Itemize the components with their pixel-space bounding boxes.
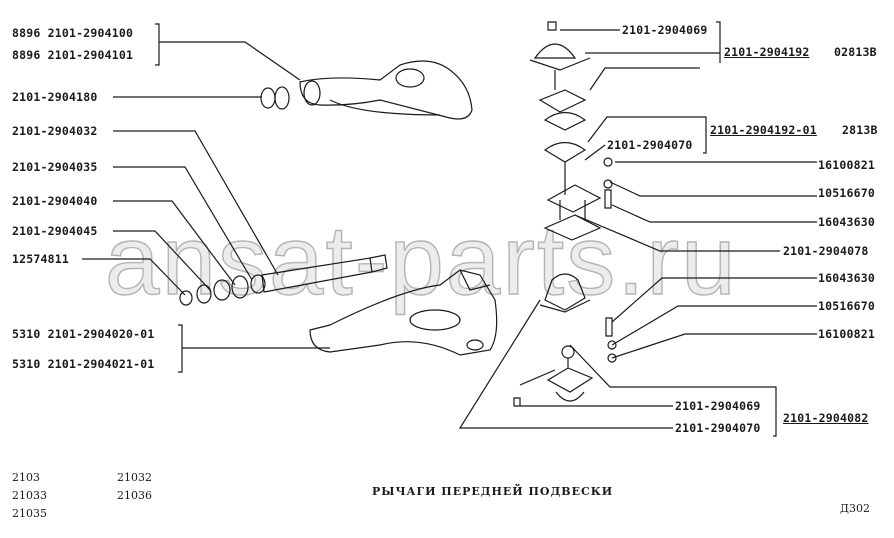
- model-label: 2103: [12, 471, 40, 484]
- label-upper-arm-right: 8896 2101-2904101: [12, 48, 134, 62]
- label-lower-arm-right: 5310 2101-2904021-01: [12, 357, 155, 371]
- label-washer-inner: 2101-2904035: [12, 160, 98, 174]
- label-ball-joint-lower: 2101-2904082: [783, 411, 869, 425]
- upper-ball-joint-01-drawing: [543, 141, 613, 241]
- label-bushing-lower: 2101-2904040: [12, 194, 98, 208]
- upper-arm-drawing: [299, 60, 473, 120]
- label-bolt-1: 16043630: [818, 215, 875, 229]
- page-code: Д302: [840, 502, 870, 515]
- label-axle: 2101-2904032: [12, 124, 98, 138]
- label-ball-joint-upper-01-code: 2813B: [842, 123, 878, 137]
- label-washer-1: 10516670: [818, 186, 875, 200]
- watermark: ansat-parts.ru: [104, 204, 738, 315]
- buffer-drawing: [539, 273, 591, 313]
- upper-ball-joint-drawing: [529, 21, 591, 131]
- page-title: РЫЧАГИ ПЕРЕДНЕЙ ПОДВЕСКИ: [372, 485, 614, 498]
- label-nut: 12574811: [12, 252, 69, 266]
- label-bolt-2: 16043630: [818, 271, 875, 285]
- label-nut-2: 16100821: [818, 327, 875, 341]
- label-buffer: 2101-2904078: [783, 244, 869, 258]
- label-boot-bottom: 2101-2904069: [675, 399, 761, 413]
- label-upper-arm-left: 8896 2101-2904100: [12, 26, 134, 40]
- axle-drawing: [179, 254, 388, 306]
- label-lower-arm-left: 5310 2101-2904020-01: [12, 327, 155, 341]
- lower-arm-drawing: [309, 269, 498, 356]
- label-ball-joint-upper-code: 02813B: [834, 45, 877, 59]
- leader-lines-right: [458, 21, 817, 437]
- lower-ball-joint-drawing: [513, 317, 617, 407]
- label-ball-joint-upper: 2101-2904192: [724, 45, 810, 59]
- bushing-drawing: [260, 86, 290, 110]
- label-bushing-upper: 2101-2904180: [12, 90, 98, 104]
- label-boot-clip-top: 2101-2904070: [607, 138, 693, 152]
- model-label: 21036: [117, 489, 152, 502]
- leader-lines-left: [82, 23, 330, 373]
- label-boot-clip-bottom: 2101-2904070: [675, 421, 761, 435]
- model-label: 21032: [117, 471, 152, 484]
- label-washer-outer: 2101-2904045: [12, 224, 98, 238]
- label-boot-top: 2101-2904069: [622, 23, 708, 37]
- model-label: 21033: [12, 489, 47, 502]
- label-ball-joint-upper-01: 2101-2904192-01: [710, 123, 817, 137]
- label-nut-1: 16100821: [818, 158, 875, 172]
- model-label: 21035: [12, 507, 47, 520]
- label-washer-2: 10516670: [818, 299, 875, 313]
